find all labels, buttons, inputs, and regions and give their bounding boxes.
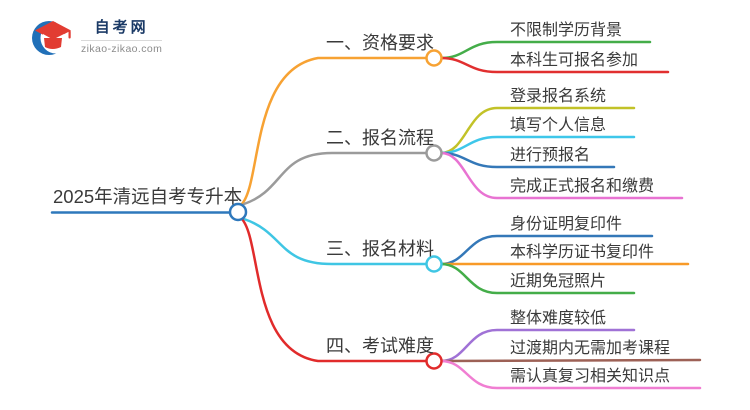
- site-logo: 自考网 zikao-zikao.com: [30, 15, 163, 59]
- leaf-node-3-2[interactable]: 需认真复习相关知识点: [510, 368, 671, 385]
- branch-node-0[interactable]: 一、资格要求: [326, 33, 434, 53]
- root-node-label[interactable]: 2025年清远自考专升本: [53, 186, 243, 207]
- branch-node-handle-0[interactable]: [425, 49, 443, 67]
- leaf-connector-0-1: [439, 56, 670, 74]
- leaf-connector-2-2: [439, 262, 636, 295]
- logo-site-url: zikao-zikao.com: [81, 43, 163, 55]
- leaf-node-3-1[interactable]: 过渡期内无需加考课程: [510, 340, 671, 357]
- leaf-node-1-1[interactable]: 填写个人信息: [510, 117, 607, 134]
- logo-text-block: 自考网 zikao-zikao.com: [81, 19, 163, 55]
- branch-node-3[interactable]: 四、考试难度: [326, 336, 434, 356]
- branch-node-handle-2[interactable]: [425, 255, 443, 273]
- logo-site-name: 自考网: [94, 19, 149, 36]
- branch-connector-1: [242, 151, 429, 206]
- branch-connector-3: [239, 216, 429, 363]
- branch-node-handle-3[interactable]: [425, 352, 443, 370]
- branch-node-2[interactable]: 三、报名材料: [326, 239, 434, 259]
- leaf-node-1-0[interactable]: 登录报名系统: [510, 88, 607, 105]
- leaf-connector-1-3: [439, 151, 684, 200]
- branch-node-handle-1[interactable]: [425, 144, 443, 162]
- leaf-connector-3-1: [439, 358, 702, 363]
- leaf-node-0-1[interactable]: 本科生可报名参加: [510, 52, 639, 69]
- logo-divider: [81, 40, 163, 41]
- leaf-node-1-3[interactable]: 完成正式报名和缴费: [510, 178, 655, 195]
- branch-connector-2: [242, 217, 429, 266]
- leaf-node-3-0[interactable]: 整体难度较低: [510, 310, 607, 327]
- leaf-node-2-0[interactable]: 身份证明复印件: [510, 216, 623, 233]
- root-node-handle[interactable]: [228, 202, 248, 222]
- leaf-node-1-2[interactable]: 进行预报名: [510, 147, 591, 164]
- branch-connector-0: [239, 56, 429, 207]
- leaf-node-2-1[interactable]: 本科学历证书复印件: [510, 244, 655, 261]
- leaf-node-0-0[interactable]: 不限制学历背景: [510, 22, 623, 39]
- leaf-connector-3-2: [439, 359, 702, 390]
- branch-node-1[interactable]: 二、报名流程: [326, 128, 434, 148]
- graduation-cap-icon: [32, 21, 72, 55]
- leaf-node-2-2[interactable]: 近期免冠照片: [510, 273, 607, 290]
